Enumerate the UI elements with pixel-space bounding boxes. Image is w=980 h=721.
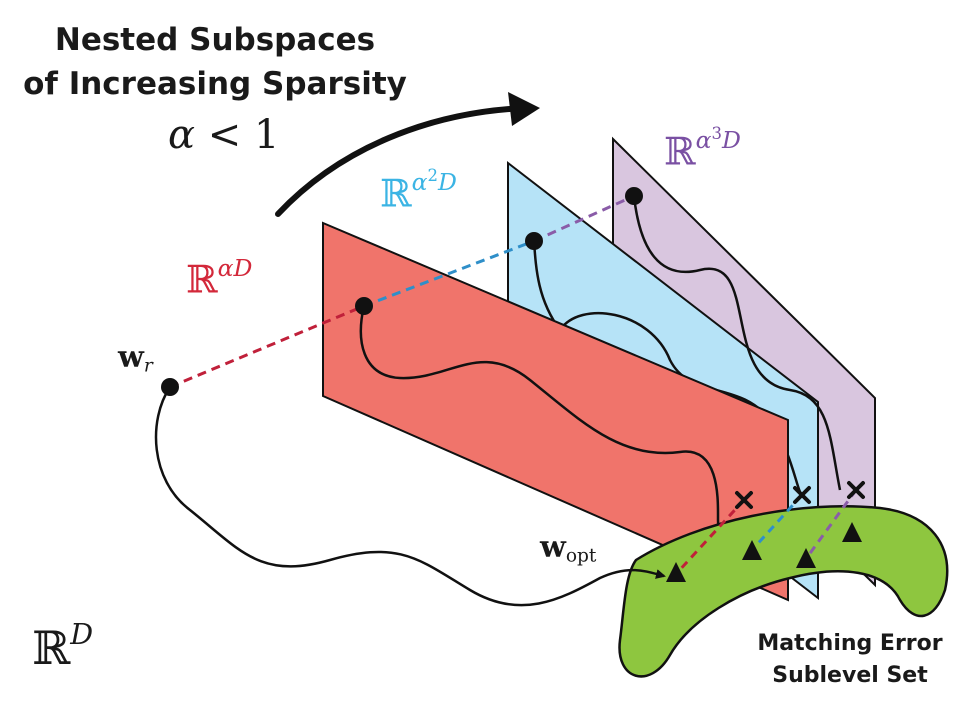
trajectory-full-space — [154, 386, 666, 607]
exponent-base-blue: α — [411, 168, 428, 197]
triangle-marker-purple — [796, 548, 816, 568]
sublevel-label-line-1: Matching Error — [757, 631, 943, 656]
point-w-r — [161, 378, 179, 396]
cross-marker-red — [735, 491, 753, 509]
projection-line-red — [169, 304, 365, 389]
subspace-plane-red — [322, 221, 789, 602]
match-line-red — [674, 498, 746, 576]
w-opt-subscript: opt — [565, 545, 597, 567]
full-space-label: ℝD — [32, 618, 93, 675]
trajectory-purple — [632, 195, 842, 491]
less-than-symbol: < — [207, 112, 242, 158]
point-purple-plane — [625, 187, 643, 205]
sublevel-set-region — [618, 505, 949, 678]
trajectory-red — [359, 305, 750, 554]
exponent-full: D — [70, 618, 94, 651]
exponent-base-purple: α — [695, 126, 712, 155]
sublevel-set-label: Matching Error Sublevel Set — [740, 628, 960, 692]
triangle-marker-blue — [742, 540, 762, 560]
one-value: 1 — [253, 112, 280, 158]
real-symbol-full: ℝ — [32, 620, 71, 675]
exponent-tail-purple: D — [722, 126, 741, 155]
subspace-label-purple: ℝα3D — [664, 124, 741, 175]
exponent-red: αD — [217, 254, 253, 282]
subspace-label-red: ℝαD — [186, 254, 252, 302]
w-r-label: wr — [118, 340, 153, 377]
projection-line-blue — [363, 239, 535, 308]
sparsity-arrow — [275, 105, 529, 217]
point-red-plane — [355, 297, 373, 315]
real-symbol-red: ℝ — [186, 257, 218, 302]
sparsity-arrowhead — [508, 92, 540, 126]
exponent-tail-blue: D — [438, 168, 457, 197]
cross-marker-purple — [847, 481, 865, 499]
w-opt-symbol: w — [540, 530, 566, 565]
alpha-condition-label: α < 1 — [168, 112, 279, 158]
triangle-marker-red — [666, 562, 686, 582]
point-blue-plane — [525, 232, 543, 250]
projection-line-purple — [533, 194, 635, 243]
subspace-label-blue: ℝα2D — [380, 166, 457, 217]
triangle-marker-top — [842, 522, 862, 542]
cross-marker-blue — [793, 486, 811, 504]
w-r-subscript: r — [143, 355, 153, 377]
alpha-symbol: α — [168, 112, 196, 158]
exponent-power-purple: 3 — [711, 124, 723, 143]
real-symbol-purple: ℝ — [664, 129, 696, 174]
w-opt-label: wopt — [540, 530, 596, 567]
title-line-1: Nested Subspaces — [54, 22, 376, 58]
match-line-blue — [750, 493, 804, 552]
w-r-symbol: w — [118, 340, 144, 375]
real-symbol-blue: ℝ — [380, 171, 412, 216]
title-line-2: of Increasing Sparsity — [23, 66, 407, 102]
exponent-power-blue: 2 — [427, 166, 439, 185]
sublevel-label-line-2: Sublevel Set — [772, 663, 928, 688]
diagram-title: Nested Subspaces of Increasing Sparsity — [20, 18, 410, 106]
